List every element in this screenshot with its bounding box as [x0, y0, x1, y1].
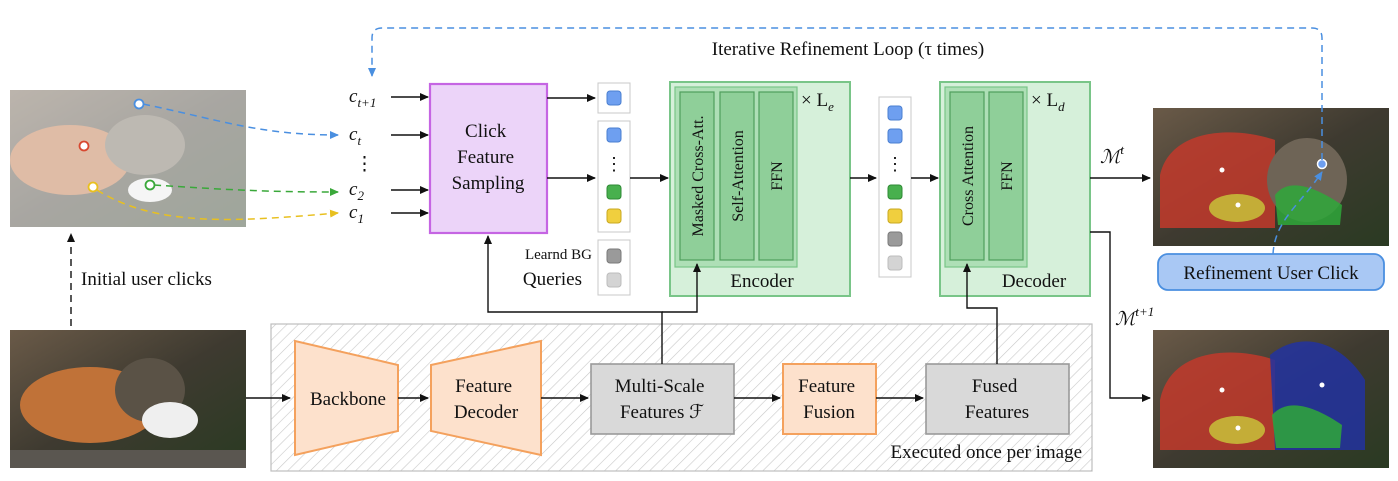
green-click-path [153, 184, 339, 196]
query-token-green [606, 184, 622, 200]
learned-bg-label-2: Queries [523, 269, 582, 290]
decoder-block: Cross Attention FFN × Ld Decoder [939, 81, 1091, 297]
fused-features-label: Fused Features [965, 376, 1029, 423]
encoder-repeat: × Le [801, 90, 834, 114]
yellow-click-path [96, 189, 339, 221]
green-click-dot [144, 179, 156, 191]
feature-fusion-label: Feature Fusion [798, 376, 860, 423]
blue-click-path [142, 103, 339, 139]
mask-t1-output-image [1153, 330, 1389, 468]
multiscale-features-label: Multi-Scale Features ℱ [615, 376, 709, 423]
query-token-lightgray [606, 272, 622, 288]
svg-text:⋮: ⋮ [886, 154, 904, 174]
query-token-gray [606, 248, 622, 264]
refinement-user-click-label: Refinement User Click [1183, 263, 1359, 284]
feature-decoder-block [430, 339, 542, 457]
feature-fusion-block [782, 363, 877, 435]
loop-title: Iterative Refinement Loop (τ times) [712, 39, 985, 60]
refinement-loop-path [368, 27, 1323, 160]
initial-clicks-image [10, 90, 246, 227]
encoder-layer-masked-cross-att [679, 91, 715, 261]
decoder-repeat: × Ld [1031, 90, 1065, 114]
encoder-title: Encoder [730, 271, 794, 292]
decoder-title: Decoder [1002, 271, 1067, 292]
learned-bg-label-1: Learnd BG [525, 247, 592, 263]
query-token-yellow [887, 208, 903, 224]
click-feature-sampling-block [428, 82, 549, 235]
query-token-blue [606, 127, 622, 143]
click-t-label: ct [349, 124, 361, 148]
encoder-layer-ffn [758, 91, 794, 261]
query-token-blue [606, 90, 622, 106]
mask-t1-label: ℳt+1 [1115, 304, 1154, 330]
next-click-token-stack [597, 82, 631, 114]
query-token-lightgray [887, 255, 903, 271]
click-1-label: c1 [349, 202, 364, 226]
click-dots: ⋮ [355, 154, 374, 175]
click-2-label: c2 [349, 179, 364, 203]
svg-text:Cross Attention: Cross Attention [960, 126, 977, 226]
svg-text:FFN: FFN [999, 161, 1016, 191]
svg-text:Self-Attention: Self-Attention [730, 130, 747, 222]
click-token-stack: ⋮ [597, 120, 631, 233]
query-token-yellow [606, 208, 622, 224]
query-token-blue [887, 128, 903, 144]
feature-decoder-label: Feature Decoder [454, 376, 519, 423]
yellow-click-dot [87, 181, 99, 193]
query-token-green [887, 184, 903, 200]
query-token-gray [887, 231, 903, 247]
decoder-layer-cross-attention [949, 91, 985, 261]
initial-clicks-label: Initial user clicks [81, 269, 212, 290]
features-to-encoder-arrow [662, 263, 701, 313]
refinement-user-click-box [1157, 253, 1385, 291]
bg-token-stack [597, 239, 631, 296]
backbone-label: Backbone [310, 389, 386, 410]
refinement-click-arrow [1272, 171, 1323, 255]
encoder-block: Masked Cross-Att. Self-Attention FFN × L… [669, 81, 851, 297]
red-click-dot [78, 140, 90, 152]
blue-click-dot [133, 98, 145, 110]
refinement-click-dot [1316, 158, 1328, 170]
svg-text:Masked Cross-Att.: Masked Cross-Att. [690, 116, 707, 237]
features-to-sampling-arrow [484, 235, 663, 364]
mask-t-output-image [1153, 108, 1389, 246]
fused-features-block [925, 363, 1070, 435]
click-labels: ct+1 ct ⋮ c2 c1 [349, 86, 376, 226]
encoder-layer-self-attention [719, 91, 755, 261]
query-token-blue [887, 105, 903, 121]
click-next-label: ct+1 [349, 86, 376, 110]
backbone-block [294, 339, 399, 457]
executed-once-label: Executed once per image [891, 442, 1082, 463]
mask-t-label: ℳt [1100, 142, 1124, 168]
svg-text:FFN: FFN [769, 161, 786, 191]
encoded-token-stack: ⋮ [878, 96, 912, 278]
multiscale-features-block [590, 363, 735, 435]
decoder-layer-ffn [988, 91, 1024, 261]
fused-to-decoder-arrow [963, 263, 998, 364]
svg-text:⋮: ⋮ [605, 154, 623, 174]
input-image [10, 330, 246, 468]
click-feature-sampling-label: Click Feature Sampling [452, 121, 525, 194]
